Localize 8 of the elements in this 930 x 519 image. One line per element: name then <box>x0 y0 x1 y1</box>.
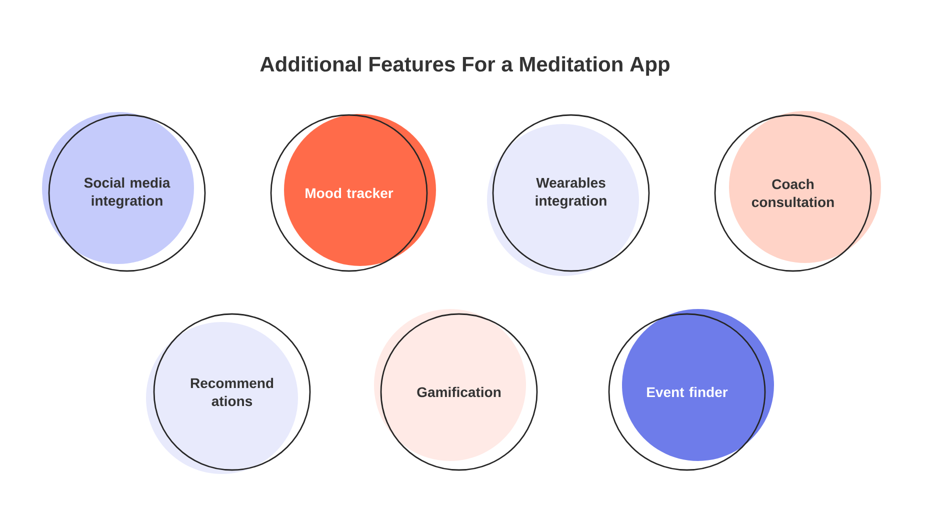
circle-node: Wearables integration <box>487 114 650 276</box>
circle-node: Mood tracker <box>270 114 436 272</box>
circle-node: Gamification <box>374 309 538 471</box>
circle-node: Social media integration <box>42 112 206 272</box>
circle-node: Recommend ations <box>146 313 311 474</box>
circle-node: Coach consultation <box>714 111 881 272</box>
circle-node: Event finder <box>608 309 774 471</box>
title: Additional Features For a Meditation App <box>260 56 670 76</box>
